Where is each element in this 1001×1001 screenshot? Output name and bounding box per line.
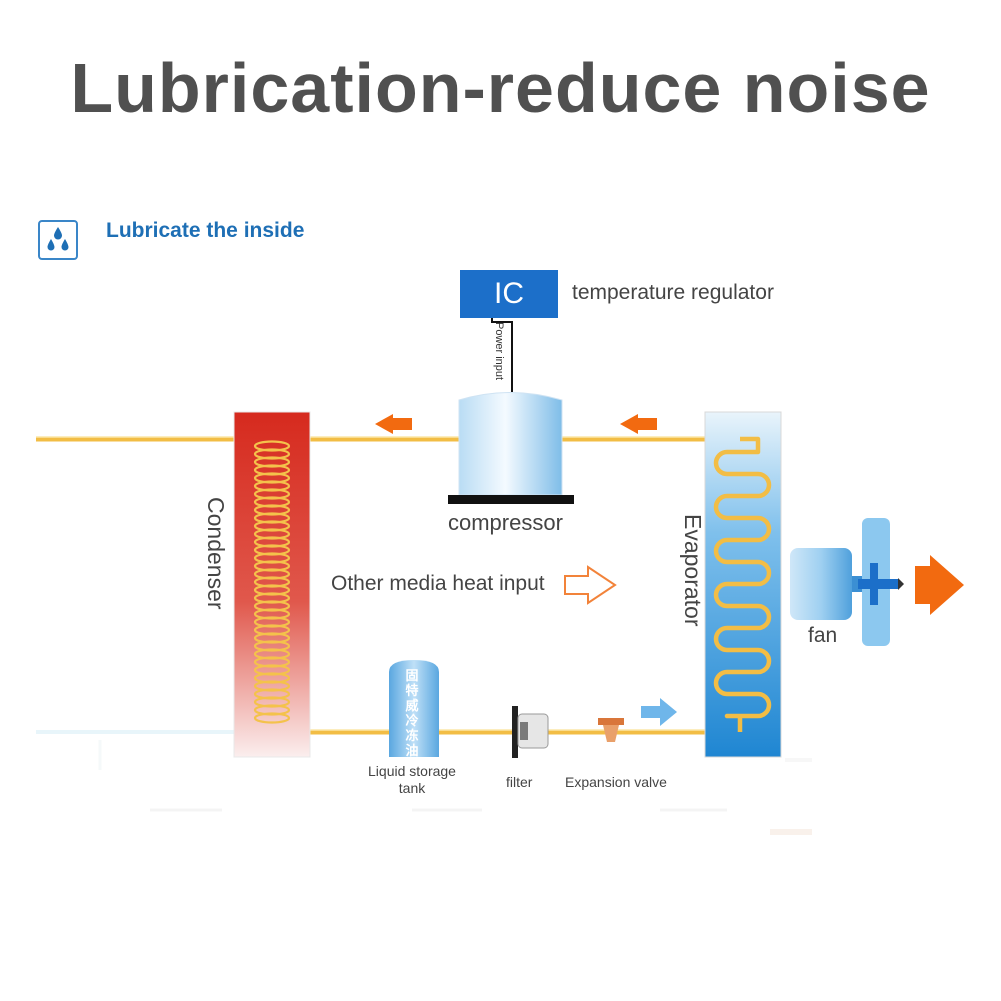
page-title: Lubrication-reduce noise (70, 49, 931, 127)
water-drops-icon (38, 220, 78, 260)
expansion-valve (598, 718, 624, 742)
media-heat-input-label: Other media heat input (331, 572, 545, 595)
fan-label: fan (808, 624, 838, 647)
condenser-coil (253, 440, 291, 724)
evaporator (704, 411, 782, 758)
compressor-label: compressor (448, 510, 563, 535)
evaporator-label: Evaporator (680, 514, 706, 627)
heat-input-arrow (564, 565, 617, 605)
ic-chip: IC (460, 270, 558, 318)
evaporator-coil (713, 436, 772, 732)
tank-brand-text: 固特威冷冻油 (405, 668, 419, 758)
compressor (448, 392, 574, 504)
flow-arrow-left (375, 414, 412, 434)
filter-label: filter (506, 774, 533, 790)
expansion-valve-label: Expansion valve (565, 774, 667, 790)
filter (512, 706, 549, 758)
section-heading: Lubricate the inside (106, 219, 305, 242)
faint-background-pipes (36, 730, 812, 835)
condenser-label: Condenser (203, 497, 229, 610)
condenser (233, 411, 311, 758)
temperature-regulator-label: temperature regulator (572, 281, 774, 304)
liquid-storage-tank-label: Liquid storage tank (368, 763, 456, 796)
air-outflow-arrow (915, 555, 964, 615)
flow-arrow-right (620, 414, 657, 434)
power-input-wire (491, 318, 513, 392)
coil-turn (253, 712, 291, 724)
power-input-label: Power input (493, 322, 505, 381)
fan-assembly (790, 518, 904, 646)
liquid-storage-tank (389, 660, 439, 757)
flow-arrow-blue (641, 698, 677, 726)
